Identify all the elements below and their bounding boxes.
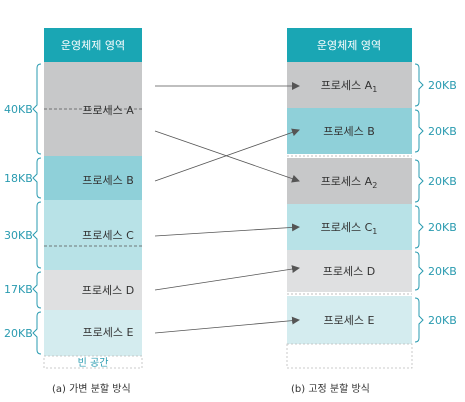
left-block-b <box>44 156 142 200</box>
right-size-2: 20KB <box>428 125 457 138</box>
right-block-b <box>287 108 412 154</box>
right-size-5: 20KB <box>428 265 457 278</box>
left-os-label: 운영체제 영역 <box>61 39 125 52</box>
right-size-4: 20KB <box>428 221 457 234</box>
fixed-partition-memory: 운영체제 영역 프로세스 A1 프로세스 B 프로세스 A2 프로세스 C1 프… <box>286 28 457 395</box>
left-process-d: 프로세스 D <box>82 284 134 297</box>
right-process-d: 프로세스 D <box>323 265 375 278</box>
right-size-1: 20KB <box>428 79 457 92</box>
right-size-6: 20KB <box>428 314 457 327</box>
size-b: 18KB <box>4 172 33 185</box>
size-e: 20KB <box>4 327 33 340</box>
left-size-braces <box>32 63 42 355</box>
left-process-a: 프로세스 A <box>82 104 134 117</box>
size-c: 30KB <box>4 229 33 242</box>
right-process-b: 프로세스 B <box>323 125 375 138</box>
right-process-c1: 프로세스 C1 <box>321 221 378 236</box>
right-block-e <box>287 296 412 344</box>
right-process-a2: 프로세스 A2 <box>321 175 378 190</box>
right-block-c1 <box>287 204 412 250</box>
left-os-area <box>44 28 142 62</box>
arrow-a2 <box>154 130 300 183</box>
right-block-d <box>287 250 412 292</box>
left-process-c: 프로세스 C <box>82 229 134 242</box>
right-process-a1: 프로세스 A1 <box>321 79 378 94</box>
right-size-3: 20KB <box>428 175 457 188</box>
right-os-label: 운영체제 영역 <box>317 39 381 52</box>
arrow-e <box>154 316 300 334</box>
left-block-c <box>44 200 142 270</box>
caption-variable: (a) 가변 분할 방식 <box>52 383 131 395</box>
mapping-arrows <box>154 82 300 334</box>
right-os-area <box>287 28 412 62</box>
arrow-c <box>154 223 300 237</box>
variable-partition-memory: 운영체제 영역 프로세스 A 프로세스 B 프로세스 C 프로세스 D 프로세스… <box>4 28 143 395</box>
size-d: 17KB <box>4 283 33 296</box>
left-block-d <box>44 270 142 310</box>
size-a: 40KB <box>4 103 33 116</box>
right-process-e: 프로세스 E <box>324 314 375 327</box>
right-block-a1 <box>287 62 412 108</box>
left-block-e <box>44 310 142 356</box>
left-free-space <box>43 355 143 369</box>
left-process-e: 프로세스 E <box>83 326 134 339</box>
caption-fixed: (b) 고정 분할 방식 <box>291 383 370 395</box>
right-free-space <box>286 343 413 369</box>
left-process-b: 프로세스 B <box>82 174 134 187</box>
arrow-d <box>154 265 300 291</box>
left-free-label: 빈 공간 <box>78 357 109 369</box>
arrow-b <box>154 128 300 182</box>
right-block-a2 <box>287 158 412 204</box>
right-size-braces <box>414 63 424 343</box>
